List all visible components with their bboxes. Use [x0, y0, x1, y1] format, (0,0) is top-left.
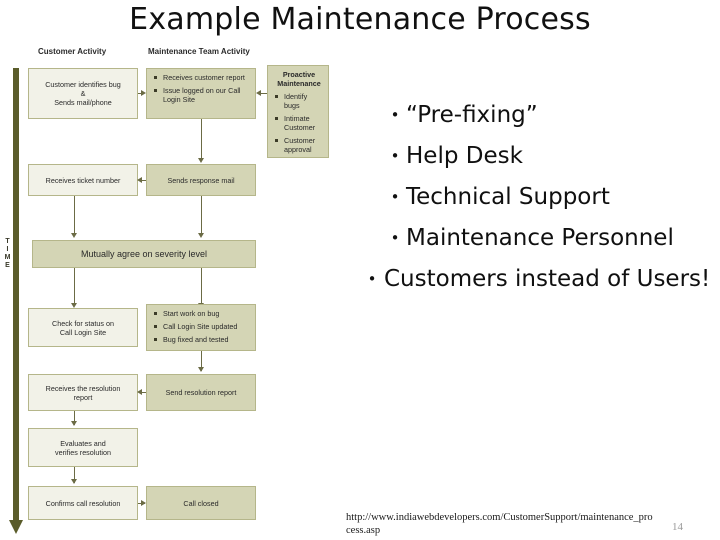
page-number: 14	[672, 521, 683, 533]
node-line-2: verifies resolution	[55, 447, 111, 457]
page-title: Example Maintenance Process	[129, 2, 591, 37]
node-mutually-agree-on-severity-level: Mutually agree on severity level	[32, 240, 256, 268]
connector-line	[201, 196, 202, 236]
bullet-icon: •	[367, 270, 377, 288]
time-letter-i: I	[6, 246, 9, 253]
list-item: Start work on bug	[153, 309, 251, 318]
node-evaluates-and-verifies-resolution: Evaluates and verifies resolution	[28, 428, 138, 467]
list-item: • “Pre-fixing”	[384, 100, 714, 130]
node-line-2: Call Login Site	[59, 327, 107, 337]
node-label: Call closed	[183, 498, 219, 508]
node-label: Receives ticket number	[45, 175, 121, 185]
node-line-2: report	[73, 392, 93, 402]
arrow-down-icon	[71, 303, 77, 308]
time-axis-label: T I M E	[3, 238, 12, 270]
node-send-resolution-report: Send resolution report	[146, 374, 256, 411]
node-line-1: Check for status on	[52, 318, 114, 328]
connector-line	[74, 268, 75, 306]
arrow-down-icon	[198, 233, 204, 238]
list-item: • Technical Support	[384, 182, 714, 212]
node-label: Sends response mail	[167, 175, 235, 185]
node-proactive-maintenance: Proactive Maintenance Identify bugs Inti…	[267, 65, 329, 158]
source-url-text: http://www.indiawebdevelopers.com/Custom…	[346, 512, 653, 536]
bullet-text: Help Desk	[406, 143, 523, 169]
node-confirms-call-resolution: Confirms call resolution	[28, 486, 138, 520]
list-item: Issue logged on our Call Login Site	[153, 86, 251, 104]
connector-line	[74, 411, 75, 425]
arrow-left-icon	[256, 90, 261, 96]
list-item: Identify bugs	[274, 92, 324, 110]
connector-line	[74, 467, 75, 483]
bullet-text: Maintenance Personnel	[406, 225, 674, 251]
time-axis-bar	[13, 68, 19, 523]
connector-line	[201, 351, 202, 371]
node-line-1: Evaluates and	[60, 438, 106, 448]
proactive-title-line-2: Maintenance	[277, 79, 321, 88]
list-item: Intimate Customer	[274, 114, 324, 132]
node-receives-resolution-report: Receives the resolution report	[28, 374, 138, 411]
maintenance-process-diagram: Customer Activity Maintenance Team Activ…	[0, 40, 360, 540]
arrow-right-icon	[141, 90, 146, 96]
connector-line	[74, 196, 75, 236]
time-letter-t: T	[5, 238, 10, 245]
bullet-icon: •	[390, 147, 400, 165]
node-label: Mutually agree on severity level	[80, 248, 208, 259]
arrow-left-icon	[137, 389, 142, 395]
arrow-down-icon	[198, 158, 204, 163]
node-receives-ticket-number: Receives ticket number	[28, 164, 138, 196]
node-call-closed: Call closed	[146, 486, 256, 520]
node-work-on-bug: Start work on bug Call Login Site update…	[146, 304, 256, 351]
list-item: Bug fixed and tested	[153, 335, 251, 344]
time-axis-arrowhead-icon	[9, 520, 23, 534]
list-item: Receives customer report	[153, 73, 251, 82]
list-item: Customer approval	[274, 136, 324, 154]
list-item: Call Login Site updated	[153, 322, 251, 331]
list-item: • Help Desk	[384, 141, 714, 171]
node-label: Confirms call resolution	[45, 498, 121, 508]
bullet-icon: •	[390, 229, 400, 247]
connector-line	[201, 119, 202, 161]
arrow-right-icon	[141, 500, 146, 506]
node-label: Send resolution report	[165, 388, 237, 397]
node-check-for-status: Check for status on Call Login Site	[28, 308, 138, 347]
list-item: • Customers instead of Users!	[360, 264, 714, 294]
arrow-left-icon	[137, 177, 142, 183]
node-sends-response-mail: Sends response mail	[146, 164, 256, 196]
node-line-3: Sends mail/phone	[54, 98, 112, 107]
node-line-1: Receives the resolution	[45, 383, 121, 393]
connector-line	[258, 93, 267, 94]
column-header-maintenance-team-activity: Maintenance Team Activity	[148, 47, 250, 56]
column-header-customer-activity: Customer Activity	[38, 47, 107, 56]
arrow-down-icon	[71, 421, 77, 426]
bullet-icon: •	[390, 106, 400, 124]
node-line-2: &	[80, 89, 86, 98]
connector-line	[201, 268, 202, 306]
node-customer-identifies-bug: Customer identifies bug & Sends mail/pho…	[28, 68, 138, 119]
connector-line	[139, 392, 146, 393]
time-letter-m: M	[4, 254, 11, 261]
arrow-down-icon	[71, 479, 77, 484]
arrow-down-icon	[71, 233, 77, 238]
bullet-text: Technical Support	[406, 184, 610, 210]
list-item: • Maintenance Personnel	[384, 223, 714, 253]
connector-line	[139, 180, 146, 181]
bullet-text: Customers instead of Users!	[384, 266, 711, 292]
time-letter-e: E	[5, 262, 10, 269]
bullet-text: “Pre-fixing”	[406, 102, 538, 128]
bullet-icon: •	[390, 188, 400, 206]
arrow-down-icon	[198, 367, 204, 372]
bullet-list: • “Pre-fixing” • Help Desk • Technical S…	[368, 100, 714, 305]
node-line-1: Customer identifies bug	[45, 80, 121, 89]
proactive-title-line-1: Proactive	[282, 70, 316, 79]
node-receives-customer-report: Receives customer report Issue logged on…	[146, 68, 256, 119]
